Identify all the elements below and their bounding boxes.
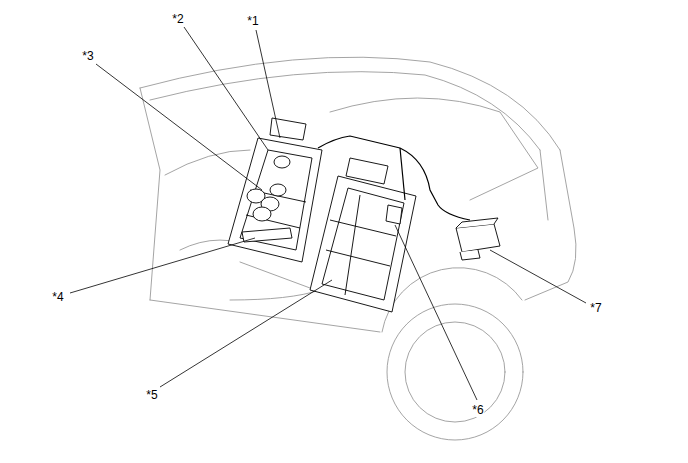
callout-number: *3 bbox=[81, 49, 94, 63]
wheel-rim bbox=[405, 322, 505, 422]
rear-headrest bbox=[346, 158, 388, 184]
car-body bbox=[140, 57, 576, 440]
harness-branch bbox=[400, 148, 405, 200]
module-box bbox=[456, 224, 500, 252]
trunk-edge bbox=[540, 150, 548, 220]
motor bbox=[253, 207, 271, 221]
module-bracket bbox=[460, 250, 480, 260]
motor bbox=[274, 156, 290, 168]
callout-number: *1 bbox=[246, 14, 259, 28]
callout-number: *6 bbox=[471, 403, 484, 417]
rear-body bbox=[525, 150, 576, 300]
leader-line bbox=[160, 280, 332, 387]
front-frame-inner bbox=[240, 150, 312, 250]
harness bbox=[318, 136, 470, 220]
callout-number: *5 bbox=[145, 388, 158, 402]
front-seatback-frame bbox=[228, 138, 322, 262]
rear-wheel bbox=[387, 304, 523, 440]
callout-number: *2 bbox=[171, 12, 184, 26]
rear-frame-inner bbox=[322, 188, 404, 300]
rear-frame-ribs bbox=[326, 195, 396, 295]
front-headrest bbox=[270, 118, 306, 140]
rear-seatback-frame bbox=[310, 176, 416, 312]
leader-line bbox=[184, 27, 268, 150]
sill-line bbox=[150, 300, 380, 332]
roof-inner bbox=[150, 72, 540, 150]
leader-line bbox=[96, 64, 262, 190]
rear-seat-component bbox=[386, 205, 402, 224]
seats bbox=[228, 118, 416, 312]
callout-number: *4 bbox=[51, 290, 64, 304]
callout-number: *7 bbox=[589, 301, 602, 315]
seat-motors bbox=[242, 156, 402, 242]
leader-line bbox=[395, 225, 477, 400]
leader-line bbox=[256, 30, 280, 138]
front-pillar bbox=[140, 88, 160, 300]
leader-lines bbox=[70, 27, 586, 400]
motor bbox=[270, 184, 286, 196]
leader-line bbox=[70, 238, 255, 293]
control-module bbox=[456, 218, 500, 260]
wire-harness bbox=[318, 136, 470, 220]
leader-line bbox=[490, 250, 586, 303]
front-cushion-edge bbox=[240, 262, 310, 288]
module-top bbox=[456, 218, 498, 228]
